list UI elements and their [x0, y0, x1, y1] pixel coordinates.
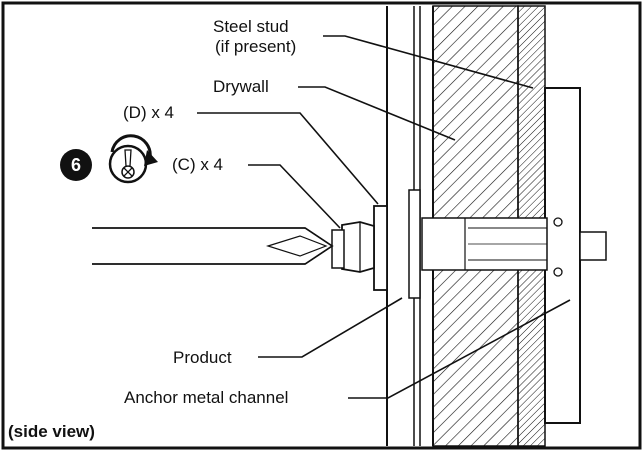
product-bracket: [408, 189, 421, 299]
label-steel-stud: Steel stud: [213, 17, 289, 36]
bolt-end: [579, 231, 607, 261]
label-anchor-channel: Anchor metal channel: [124, 388, 289, 407]
label-product: Product: [173, 348, 232, 367]
leader-product: [258, 297, 403, 358]
rotate-clockwise-icon: [108, 134, 158, 184]
screw-c-head: [341, 221, 375, 273]
washer-d: [373, 205, 388, 291]
step-badge-icon: [60, 149, 92, 181]
leader-anchor-channel: [348, 299, 571, 399]
label-screw-d: (D) x 4: [123, 103, 174, 122]
leader-screw-d: [197, 112, 379, 205]
label-drywall: Drywall: [213, 77, 269, 96]
screwdriver-tip-collar: [331, 229, 345, 269]
screwdriver-bit: [265, 235, 328, 257]
leader-drywall: [298, 86, 456, 141]
anchor-metal-channel: [544, 87, 581, 424]
leader-steel-stud: [323, 35, 534, 89]
step-number: 6: [71, 155, 81, 175]
channel-hole-top: [553, 217, 563, 227]
label-view-note: (side view): [8, 422, 95, 441]
channel-hole-bottom: [553, 267, 563, 277]
label-screw-c: (C) x 4: [172, 155, 223, 174]
leader-screw-c: [248, 164, 341, 229]
label-steel-stud-note: (if present): [215, 37, 297, 56]
